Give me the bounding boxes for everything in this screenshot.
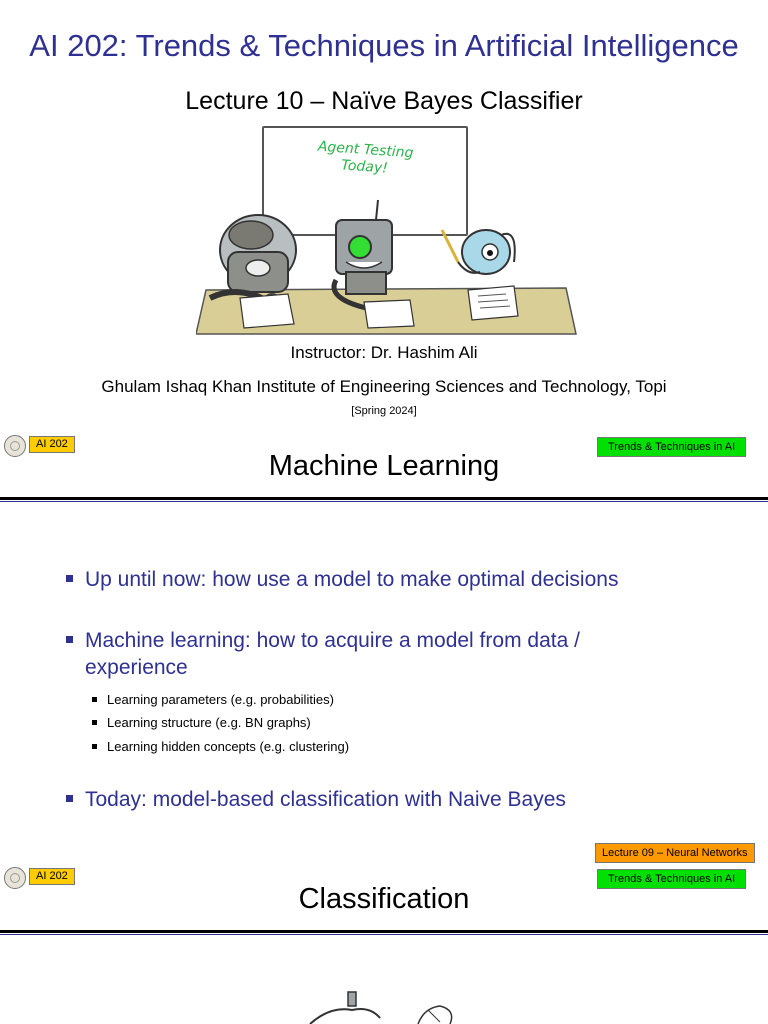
heading-divider	[0, 497, 768, 500]
instructor-name: Instructor: Dr. Hashim Ali	[290, 343, 478, 362]
sub-bullet-item: Learning structure (e.g. BN graphs)	[92, 715, 311, 731]
university-logo-icon	[4, 867, 26, 889]
robot-right-icon	[440, 229, 516, 275]
bullet-item: Today: model-based classification with N…	[66, 786, 566, 814]
bullet-text: Up until now: how use a model to make op…	[85, 568, 619, 591]
bullet-item: Machine learning: how to acquire a model…	[66, 627, 580, 655]
term-label: [Spring 2024]	[351, 405, 417, 417]
slide1-subtitle: Lecture 10 – Naïve Bayes Classifier	[185, 87, 583, 115]
bullet-continuation: experience	[85, 656, 188, 679]
robot-middle-icon	[331, 199, 393, 311]
sub-bullet-text: Learning structure (e.g. BN graphs)	[107, 715, 311, 730]
robot-left-icon	[208, 214, 297, 311]
course-name-tag: Trends & Techniques in AI	[597, 869, 747, 889]
slide3-heading: Classification	[298, 883, 470, 915]
bullet-item: Up until now: how use a model to make op…	[66, 566, 618, 594]
slide1-title: AI 202: Trends & Techniques in Artificia…	[29, 28, 739, 63]
heading-divider-accent	[0, 934, 768, 935]
robot-illustration-partial	[309, 991, 453, 1024]
whiteboard-illustration	[262, 126, 468, 236]
university-logo-icon	[4, 435, 26, 457]
course-name-tag: Trends & Techniques in AI	[597, 437, 747, 457]
course-tag: AI 202	[29, 868, 75, 885]
sub-bullet-text: Learning hidden concepts (e.g. clusterin…	[107, 739, 350, 754]
robots-taking-test-illustration	[196, 199, 577, 335]
slide2-heading: Machine Learning	[268, 450, 500, 482]
bullet-text: Machine learning: how to acquire a model…	[85, 629, 580, 652]
heading-divider-accent	[0, 501, 768, 502]
previous-lecture-tag: Lecture 09 – Neural Networks	[595, 843, 755, 863]
bullet-text: Today: model-based classification with N…	[85, 788, 566, 811]
sub-bullet-text: Learning parameters (e.g. probabilities)	[107, 692, 334, 707]
sub-bullet-item: Learning hidden concepts (e.g. clusterin…	[92, 739, 349, 755]
course-tag: AI 202	[29, 436, 75, 453]
sub-bullet-item: Learning parameters (e.g. probabilities)	[92, 692, 334, 708]
institute-name: Ghulam Ishaq Khan Institute of Engineeri…	[101, 377, 667, 396]
heading-divider	[0, 930, 768, 933]
